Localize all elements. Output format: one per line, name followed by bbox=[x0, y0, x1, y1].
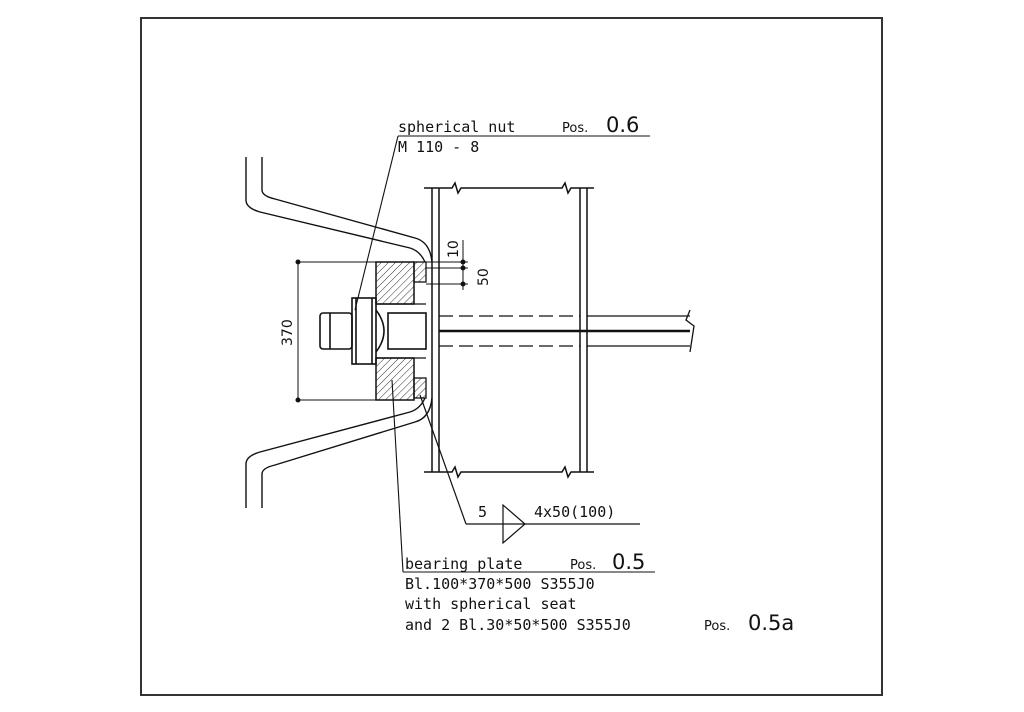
bracket-lower bbox=[245, 397, 433, 508]
weld-symbol bbox=[419, 394, 640, 545]
weld-size: 5 bbox=[478, 503, 487, 521]
bracket-upper bbox=[245, 157, 433, 263]
plate-line2: with spherical seat bbox=[405, 595, 577, 613]
dimension-370-label: 370 bbox=[280, 319, 296, 346]
dimension-50-label: 50 bbox=[476, 268, 492, 286]
spherical-nut bbox=[319, 297, 427, 365]
leader-plate bbox=[391, 379, 655, 573]
leader-nut bbox=[354, 135, 650, 311]
plate-line3-pos-number: 0.5a bbox=[748, 611, 794, 635]
plate-label: bearing plate bbox=[405, 555, 522, 573]
plate-pos-prefix: Pos. bbox=[570, 558, 596, 573]
drawing-frame bbox=[140, 17, 883, 696]
nut-label: spherical nut bbox=[398, 118, 515, 136]
nut-pos-prefix: Pos. bbox=[562, 121, 588, 136]
nut-pos-number: 0.6 bbox=[606, 113, 639, 137]
dimension-small bbox=[426, 240, 468, 290]
plate-line3-pos-prefix: Pos. bbox=[704, 619, 730, 634]
dimension-370 bbox=[295, 259, 376, 403]
dimension-10-label: 10 bbox=[446, 240, 462, 258]
anchor-rod bbox=[439, 309, 695, 353]
plate-pos-number: 0.5 bbox=[612, 550, 645, 574]
nut-spec: M 110 - 8 bbox=[398, 138, 479, 156]
plate-spec: Bl.100*370*500 S355J0 bbox=[405, 575, 595, 593]
bearing-plate bbox=[375, 261, 427, 401]
plate-line3: and 2 Bl.30*50*500 S355J0 bbox=[405, 616, 631, 634]
weld-spec: 4x50(100) bbox=[534, 503, 615, 521]
